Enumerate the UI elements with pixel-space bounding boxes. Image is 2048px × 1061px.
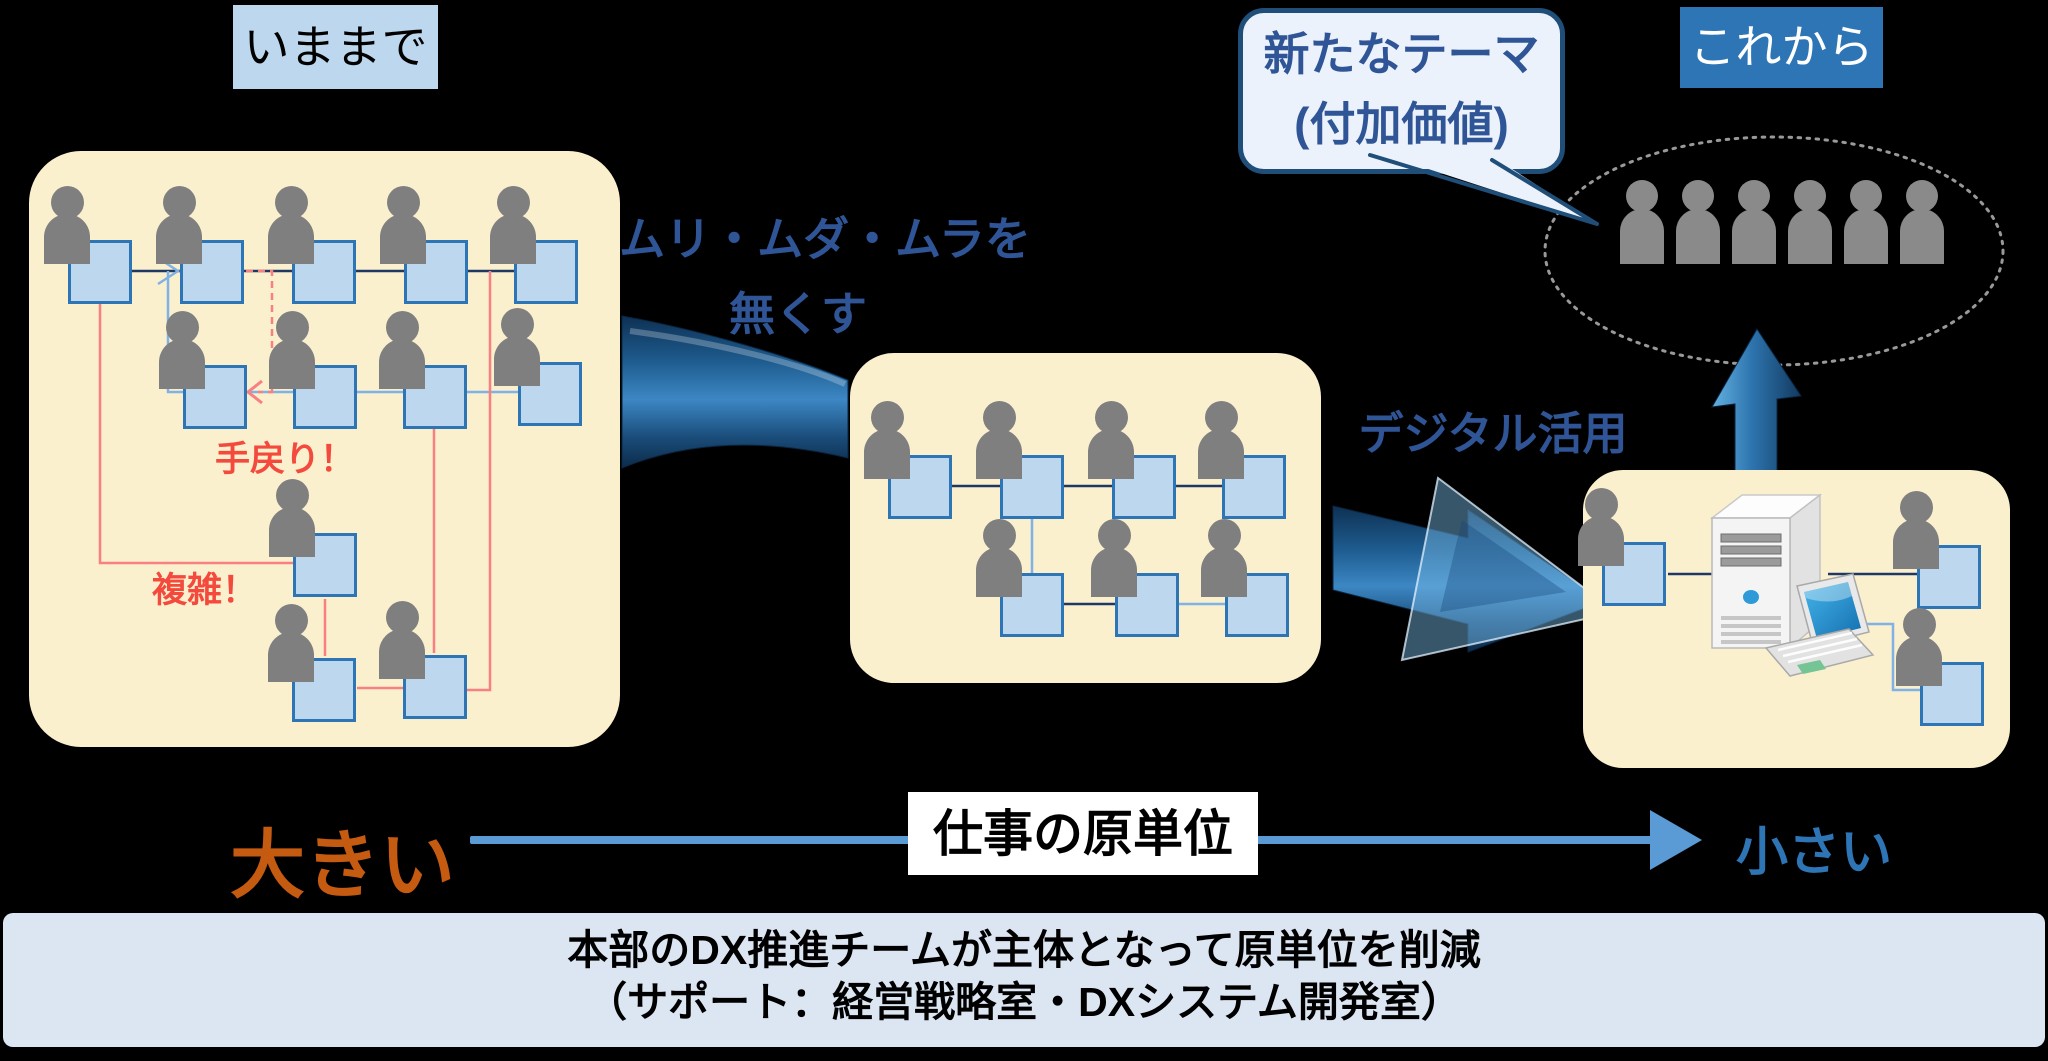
big-arrow-2-icon (1332, 476, 1619, 662)
worker-icon (494, 308, 598, 426)
worker-icon (1201, 519, 1305, 637)
person-icon (44, 214, 90, 264)
worker-icon (976, 401, 1080, 519)
person-icon (976, 547, 1022, 597)
person-icon (379, 339, 425, 389)
person-icon (386, 311, 419, 344)
worker-icon (1893, 491, 1997, 609)
worker-icon (380, 186, 484, 304)
person-icon (386, 601, 419, 634)
banner-line2: （サポート：経営戦略室・DXシステム開発室） (586, 979, 1462, 1025)
task-square (1225, 573, 1289, 637)
label-from-now: これから (1680, 7, 1883, 88)
person-icon (1198, 429, 1244, 479)
person-icon (1205, 401, 1238, 434)
person-icon (159, 339, 205, 389)
person-icon (501, 308, 534, 341)
person-icon (51, 186, 84, 219)
worker-icon (379, 311, 483, 429)
person-icon (983, 401, 1016, 434)
axis-center-label: 仕事の原単位 (908, 792, 1258, 875)
person-icon (1585, 488, 1618, 521)
person-icon (269, 507, 315, 557)
worker-icon (1896, 608, 2000, 726)
banner-line1: 本部のDX推進チームが主体となって原単位を削減 (567, 927, 1481, 973)
person-icon (379, 629, 425, 679)
person-icon (163, 186, 196, 219)
person-icon (275, 186, 308, 219)
person-icon (156, 214, 202, 264)
person-icon (1208, 519, 1241, 552)
worker-icon (379, 601, 483, 719)
person-icon (276, 479, 309, 512)
eliminate-text-line2: 無くす (729, 288, 867, 340)
person-icon (497, 186, 530, 219)
person-icon (1900, 491, 1933, 524)
person-icon (268, 632, 314, 682)
person-icon (380, 214, 426, 264)
crowd-person-icon (1844, 180, 1888, 264)
person-icon (494, 336, 540, 386)
task-square (293, 365, 357, 429)
person-icon (166, 311, 199, 344)
person-icon (268, 214, 314, 264)
worker-icon (156, 186, 260, 304)
callout-line1: 新たなテーマ (1263, 28, 1540, 80)
axis-right-label: 小さい (1736, 824, 1893, 882)
worker-icon (269, 311, 373, 429)
worker-icon (976, 519, 1080, 637)
person-icon (976, 429, 1022, 479)
worker-icon (1088, 401, 1192, 519)
worker-icon (864, 401, 968, 519)
label-until-now: いままで (233, 5, 438, 89)
crowd-person-icon (1676, 180, 1720, 264)
person-icon (275, 604, 308, 637)
person-icon (387, 186, 420, 219)
digital-use-text: デジタル活用 (1358, 408, 1628, 459)
worker-icon (44, 186, 148, 304)
worker-icon (1198, 401, 1302, 519)
person-icon (1095, 401, 1128, 434)
eliminate-text-line1: ムリ・ムダ・ムラを (619, 213, 1031, 265)
person-icon (1201, 547, 1247, 597)
person-icon (871, 401, 904, 434)
worker-icon (269, 479, 373, 597)
worker-icon (159, 311, 263, 429)
person-icon (490, 214, 536, 264)
bottom-banner: 本部のDX推進チームが主体となって原単位を削減 （サポート：経営戦略室・DXシス… (3, 913, 2045, 1047)
worker-icon (1578, 488, 1682, 606)
crowd-person-icon (1900, 180, 1944, 264)
worker-icon (490, 186, 594, 304)
person-icon (1896, 636, 1942, 686)
crowd-person-icon (1620, 180, 1664, 264)
person-icon (1098, 519, 1131, 552)
person-icon (1893, 519, 1939, 569)
up-arrow-icon (1711, 328, 1802, 493)
person-icon (1578, 516, 1624, 566)
worker-icon (268, 186, 372, 304)
complex-annotation: 複雑！ (152, 571, 258, 610)
axis-left-label: 大きい (230, 823, 456, 907)
worker-icon (268, 604, 372, 722)
rework-annotation: 手戻り！ (215, 440, 356, 479)
callout-line2: (付加価値) (1294, 98, 1509, 150)
new-theme-callout: 新たなテーマ (付加価値) (1238, 8, 1565, 174)
person-icon (983, 519, 1016, 552)
person-icon (1088, 429, 1134, 479)
person-icon (269, 339, 315, 389)
person-icon (1091, 547, 1137, 597)
crowd-person-icon (1732, 180, 1776, 264)
crowd-person-icon (1788, 180, 1832, 264)
worker-icon (1091, 519, 1195, 637)
person-icon (276, 311, 309, 344)
person-icon (1903, 608, 1936, 641)
person-icon (864, 429, 910, 479)
